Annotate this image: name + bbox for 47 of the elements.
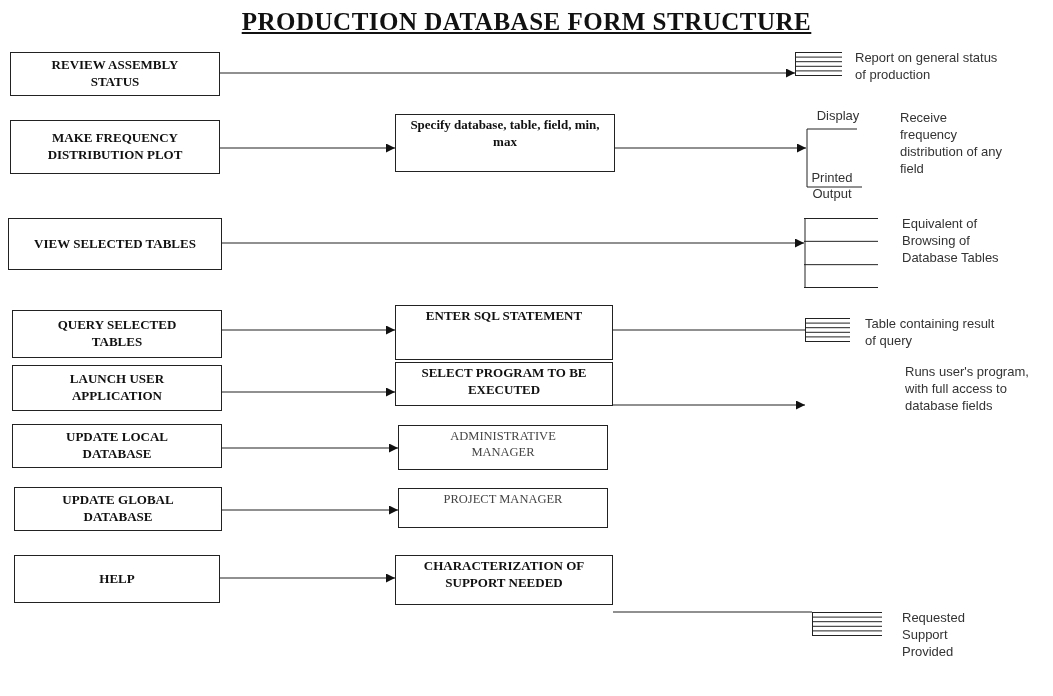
arrow [219, 573, 396, 583]
box-label: CHARACTERIZATION OF SUPPORT NEEDED [422, 558, 586, 592]
box-label: MAKE FREQUENCY DISTRIBUTION PLOT [46, 130, 184, 164]
box-label: QUERY SELECTED TABLES [56, 317, 178, 351]
process-box [12, 310, 222, 358]
description-text: Receive frequency distribution of any field [900, 110, 1003, 178]
process-box [10, 52, 220, 96]
arrow [221, 443, 399, 453]
process-box [395, 362, 613, 406]
arrow [219, 68, 796, 78]
arrow [612, 400, 806, 410]
description-text: Requested Support Provided [902, 610, 966, 661]
process-box [398, 425, 608, 470]
arrow [221, 325, 396, 335]
box-label: REVIEW ASSEMBLY STATUS [51, 57, 179, 91]
box-label: ADMINISTRATIVE MANAGER [449, 428, 557, 461]
box-label: SELECT PROGRAM TO BE EXECUTED [420, 365, 588, 399]
process-box [12, 424, 222, 468]
process-box [10, 120, 220, 174]
box-label: UPDATE GLOBAL DATABASE [61, 492, 175, 526]
output-label: Printed Output [810, 170, 854, 203]
process-box [8, 218, 222, 270]
process-box [14, 487, 222, 531]
description-text: Report on general status of production [855, 50, 999, 84]
arrow [221, 505, 399, 515]
box-label: HELP [99, 570, 135, 588]
box-label: UPDATE LOCAL DATABASE [65, 429, 169, 463]
process-box [12, 365, 222, 411]
description-text: Table containing result of query [865, 316, 996, 350]
box-label: Specify database, table, field, min, max [409, 117, 601, 151]
process-box [395, 305, 613, 360]
process-box [395, 114, 615, 172]
arrow [614, 143, 807, 153]
arrow [221, 238, 805, 248]
box-label: VIEW SELECTED TABLES [34, 235, 196, 253]
process-box [395, 555, 613, 605]
process-box [14, 555, 220, 603]
arrow [221, 387, 396, 397]
box-label: PROJECT MANAGER [443, 491, 563, 508]
box-label: ENTER SQL STATEMENT [425, 308, 583, 325]
diagram-title: PRODUCTION DATABASE FORM STRUCTURE [240, 8, 813, 36]
output-label: Display [815, 108, 861, 125]
description-text: Equivalent of Browsing of Database Tables [902, 216, 1000, 267]
box-label: LAUNCH USER APPLICATION [68, 371, 166, 405]
process-box [398, 488, 608, 528]
description-text: Runs user's program, with full access to database fields [905, 364, 1030, 415]
arrow [219, 143, 396, 153]
